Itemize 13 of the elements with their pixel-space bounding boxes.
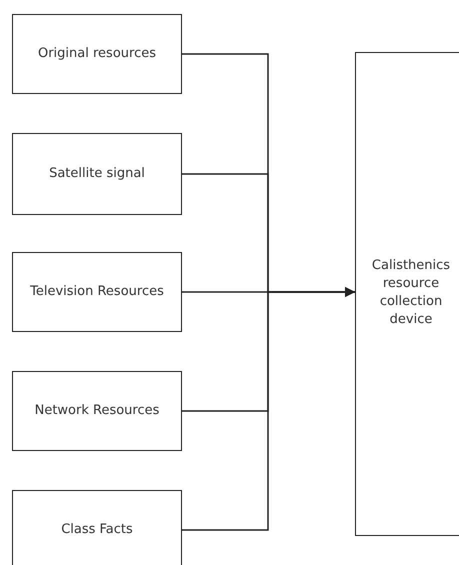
- box-label: Class Facts: [61, 521, 133, 539]
- device-box: [355, 52, 459, 536]
- source-box: [12, 490, 182, 565]
- source-box: [12, 371, 182, 451]
- source-box: [12, 133, 182, 215]
- source-box: [12, 252, 182, 332]
- box-label: Network Resources: [34, 402, 160, 420]
- source-box: [12, 14, 182, 94]
- box-label: Satellite signal: [49, 165, 145, 183]
- connector-arrow: [182, 287, 355, 531]
- box-label: Original resources: [38, 45, 156, 63]
- box-label: Television Resources: [30, 283, 164, 301]
- box-label: Calisthenics resource collection device: [370, 257, 452, 329]
